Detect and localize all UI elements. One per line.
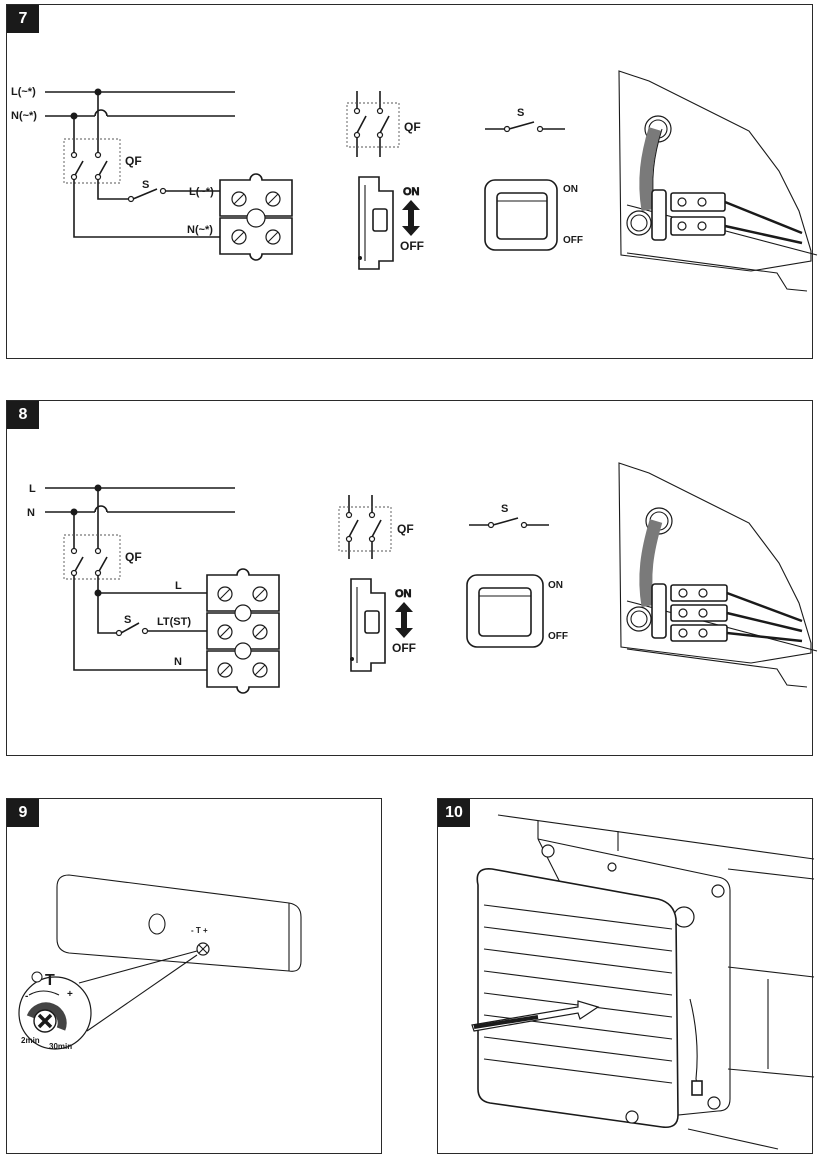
figure-number-badge: 9: [7, 799, 39, 827]
figure-number-badge: 8: [7, 401, 39, 429]
terminal-l-label: L(~*): [189, 186, 214, 198]
max-time-label: 30min: [49, 1042, 72, 1051]
wiring-diagram-7: L(~*) N(~*) QF S L(~*) N(~*): [11, 70, 818, 292]
wall-tiles: [497, 814, 815, 1150]
s-symbol-label: S: [517, 107, 524, 119]
figure-8-panel: 8 L N QF S L LT(ST) N: [6, 400, 818, 756]
fan-housing-bar: [56, 874, 302, 972]
figure-9-panel: 9 - T + T - + 2min 30min: [6, 798, 382, 1154]
timer-screw-icon: [196, 942, 210, 956]
mounting-base-plate: [537, 838, 731, 1116]
breaker-dashed-box: [63, 534, 121, 580]
switch-symbol: [469, 517, 549, 529]
figure-7-panel: 7 L(~*) N(~*) QF S L(~*) N(~*): [6, 4, 818, 359]
min-time-label: 2min: [21, 1036, 40, 1045]
rocker-switch-illustration: [466, 574, 544, 648]
minus-sign: -: [25, 991, 28, 1002]
figure-number-badge: 7: [7, 5, 39, 33]
rocker-off-label: OFF: [548, 631, 568, 642]
terminal-n-label: N: [174, 656, 182, 668]
breaker-label: QF: [125, 550, 142, 564]
breaker-symbol: [338, 495, 392, 559]
switch-label: S: [142, 179, 149, 191]
wiring-diagram-8: L N QF S L LT(ST) N: [27, 462, 818, 694]
dial-label: - T +: [191, 926, 208, 935]
timer-adjustment-illustration: - T + T - + 2min 30min: [18, 874, 302, 1051]
figure-10-panel: 10: [437, 798, 815, 1154]
switch-s-contact: [132, 188, 158, 200]
rocker-on-label: ON: [548, 580, 563, 591]
qf-symbol-label: QF: [404, 120, 421, 134]
rocker-on-label: ON: [563, 184, 578, 195]
terminal-lt-label: LT(ST): [157, 616, 191, 628]
internal-wire: [689, 998, 703, 1096]
line-l-label: L(~*): [11, 86, 36, 98]
rocker-off-label: OFF: [563, 235, 583, 246]
on-off-arrow-icon: [395, 602, 413, 638]
fan-terminal-interior-illustration: [618, 70, 818, 292]
s-symbol-label: S: [501, 503, 508, 515]
circuit-breaker-illustration: [358, 176, 394, 270]
timer-dial-magnified: [18, 971, 92, 1050]
line-n-label: N(~*): [11, 110, 37, 122]
switch-label: S: [124, 614, 131, 626]
breaker-label: QF: [125, 154, 142, 168]
off-label: OFF: [392, 641, 416, 655]
figure-number-badge: 10: [438, 799, 470, 827]
on-off-arrow-icon: [402, 200, 420, 236]
terminal-l-label: L: [175, 580, 182, 592]
line-l-label: L: [29, 483, 36, 495]
terminal-n-label: N(~*): [187, 224, 213, 236]
qf-symbol-label: QF: [397, 522, 414, 536]
terminal-block: [219, 173, 293, 261]
off-label: OFF: [400, 239, 424, 253]
fan-terminal-interior-illustration: [618, 462, 818, 688]
breaker-symbol: [346, 91, 400, 157]
front-cover-installation-illustration: [471, 814, 815, 1150]
line-n-label: N: [27, 507, 35, 519]
rocker-switch-illustration: [484, 179, 558, 251]
breaker-dashed-box: [63, 138, 121, 184]
plus-sign: +: [67, 989, 73, 1000]
callout-line: [78, 950, 198, 984]
circuit-breaker-illustration: [350, 578, 386, 672]
on-label: ON: [403, 186, 420, 198]
timer-letter: T: [45, 972, 55, 989]
switch-s-contact: [120, 622, 140, 634]
wire-crossover: [94, 109, 108, 117]
on-label: ON: [395, 588, 412, 600]
pull-direction-arrow-icon: [471, 1000, 600, 1032]
switch-symbol: [485, 121, 565, 133]
louvred-front-cover: [476, 868, 679, 1129]
terminal-block: [206, 568, 280, 694]
